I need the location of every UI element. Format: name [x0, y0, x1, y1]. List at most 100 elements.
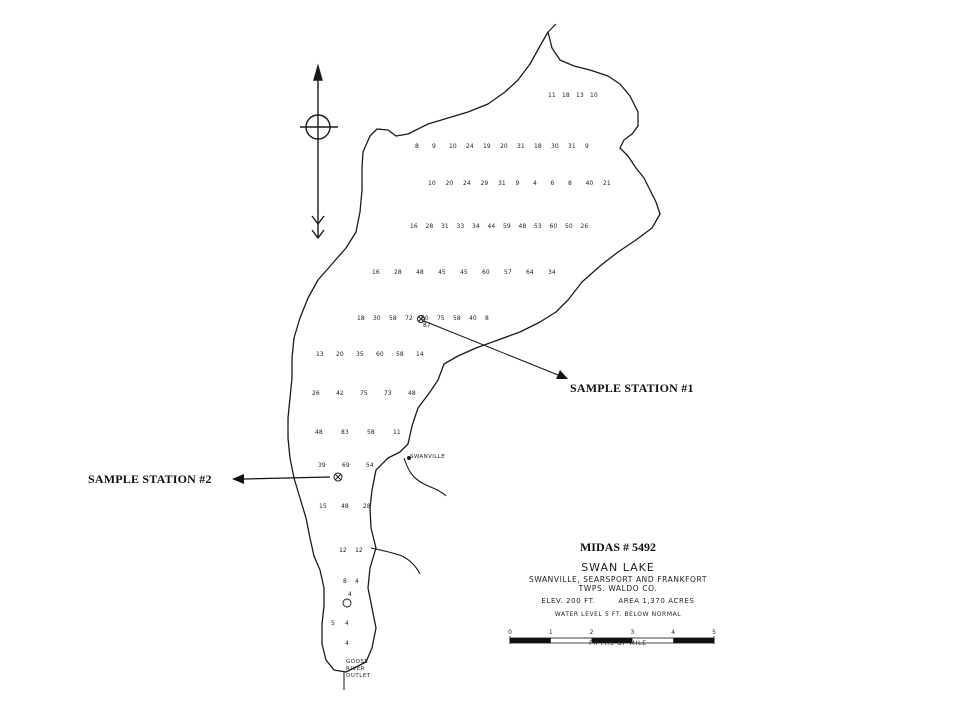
location-line-2: TWPS. WALDO CO. [578, 584, 658, 593]
depth-sounding: 34 [472, 223, 480, 230]
depth-sounding: 28 [394, 269, 402, 276]
depth-sounding: 20 [446, 180, 454, 187]
depth-sounding: 9 [585, 143, 589, 150]
depth-sounding: 54 [366, 462, 374, 469]
depth-sounding: 60 [376, 351, 384, 358]
scale-tick-label: 3 [630, 629, 634, 636]
depth-sounding: 50 [565, 223, 573, 230]
depth-sounding: 8 [568, 180, 572, 187]
depth-sounding: 4 [345, 620, 349, 627]
scale-tick-label: 4 [671, 629, 675, 636]
depth-sounding: 58 [453, 315, 461, 322]
depth-sounding: 48 [408, 390, 416, 397]
stream-east [370, 547, 421, 575]
depth-sounding: 73 [384, 390, 392, 397]
depth-sounding: 60 [482, 269, 490, 276]
station1-label: SAMPLE STATION #1 [570, 381, 694, 395]
depth-sounding: 24 [466, 143, 474, 150]
outlet-label: GOOSE RIVER OUTLET [346, 659, 371, 679]
depth-sounding: 20 [336, 351, 344, 358]
scale-unit-label: FIFTHS OF MILE [589, 640, 647, 647]
depth-sounding: 83 [341, 429, 349, 436]
depth-sounding: 69 [342, 462, 350, 469]
depth-sounding: 31 [441, 223, 449, 230]
depth-sounding: 5 [331, 620, 335, 627]
depth-sounding: 9 [516, 180, 520, 187]
depth-sounding: 48 [416, 269, 424, 276]
depth-sounding: 16 [410, 223, 418, 230]
depth-sounding: 60 [421, 315, 429, 322]
depth-sounding: 57 [504, 269, 512, 276]
station1-leader-arrow [423, 320, 568, 379]
depth-sounding: 34 [548, 269, 556, 276]
depth-sounding: 19 [483, 143, 491, 150]
depth-sounding: 24 [463, 180, 471, 187]
depth-sounding: 45 [460, 269, 468, 276]
depth-sounding: 14 [416, 351, 424, 358]
depth-sounding: 4 [348, 591, 352, 598]
depth-sounding: 9 [432, 143, 436, 150]
depth-sounding: 48 [341, 503, 349, 510]
depth-sounding: 8 [415, 143, 419, 150]
depth-sounding: 60 [550, 223, 558, 230]
station2-leader-arrow [232, 474, 331, 484]
south-lobe-marker-icon [342, 598, 352, 608]
scale-tick-label: 1 [549, 629, 553, 636]
depth-sounding: 31 [568, 143, 576, 150]
station1-marker-icon [417, 315, 425, 323]
depth-sounding: 18 [534, 143, 542, 150]
north-arrow-icon [300, 63, 338, 240]
depth-sounding: 30 [551, 143, 559, 150]
depth-sounding: 59 [503, 223, 511, 230]
area-text: AREA 1,370 ACRES [618, 597, 695, 605]
depth-sounding: 13 [316, 351, 324, 358]
elevation-text: ELEV. 200 FT. [541, 597, 596, 605]
scale-tick-label: 5 [712, 629, 716, 636]
depth-sounding: 31 [498, 180, 506, 187]
depth-sounding: 6 [551, 180, 555, 187]
depth-sounding: 39 [318, 462, 326, 469]
depth-sounding: 11 [548, 92, 556, 99]
depth-sounding: 28 [426, 223, 434, 230]
station2-marker-icon [333, 472, 343, 482]
scale-bar [509, 636, 715, 644]
depth-sounding: 40 [469, 315, 477, 322]
depth-sounding: 12 [339, 547, 347, 554]
depth-sounding: 53 [534, 223, 542, 230]
depth-sounding: 10 [590, 92, 598, 99]
depth-sounding: 28 [363, 503, 371, 510]
depth-sounding: 31 [517, 143, 525, 150]
stream-swanville [403, 457, 447, 497]
elevation-area-row: ELEV. 200 FT. AREA 1,370 ACRES [478, 597, 758, 605]
depth-sounding: 20 [500, 143, 508, 150]
depth-sounding: 18 [562, 92, 570, 99]
town-label: SWANVILLE [410, 454, 446, 460]
depth-sounding: 64 [526, 269, 534, 276]
depth-sounding: 16 [372, 269, 380, 276]
depth-sounding: 35 [356, 351, 364, 358]
depth-sounding: 75 [437, 315, 445, 322]
depth-sounding: 75 [360, 390, 368, 397]
location-line-1: SWANVILLE, SEARSPORT AND FRANKFORT [528, 575, 708, 584]
lake-name: SWAN LAKE [581, 561, 655, 574]
depth-sounding: 10 [428, 180, 436, 187]
depth-sounding: 15 [319, 503, 327, 510]
depth-sounding: 8 [485, 315, 489, 322]
depth-sounding: 8 [343, 578, 347, 585]
depth-sounding: 45 [438, 269, 446, 276]
depth-sounding: 4 [345, 640, 349, 647]
depth-sounding: 72 [405, 315, 413, 322]
map-legend: MIDAS # 5492 SWAN LAKE SWANVILLE, SEARSP… [478, 540, 758, 647]
depth-sounding: 44 [488, 223, 496, 230]
inlet-stream-north [547, 23, 557, 33]
depth-sounding: 26 [581, 223, 589, 230]
depth-sounding: 4 [355, 578, 359, 585]
depth-sounding: 40 [586, 180, 594, 187]
depth-sounding: 10 [449, 143, 457, 150]
depth-sounding: 21 [603, 180, 611, 187]
depth-sounding: 33 [457, 223, 465, 230]
depth-sounding: 48 [519, 223, 527, 230]
depth-sounding: 58 [367, 429, 375, 436]
